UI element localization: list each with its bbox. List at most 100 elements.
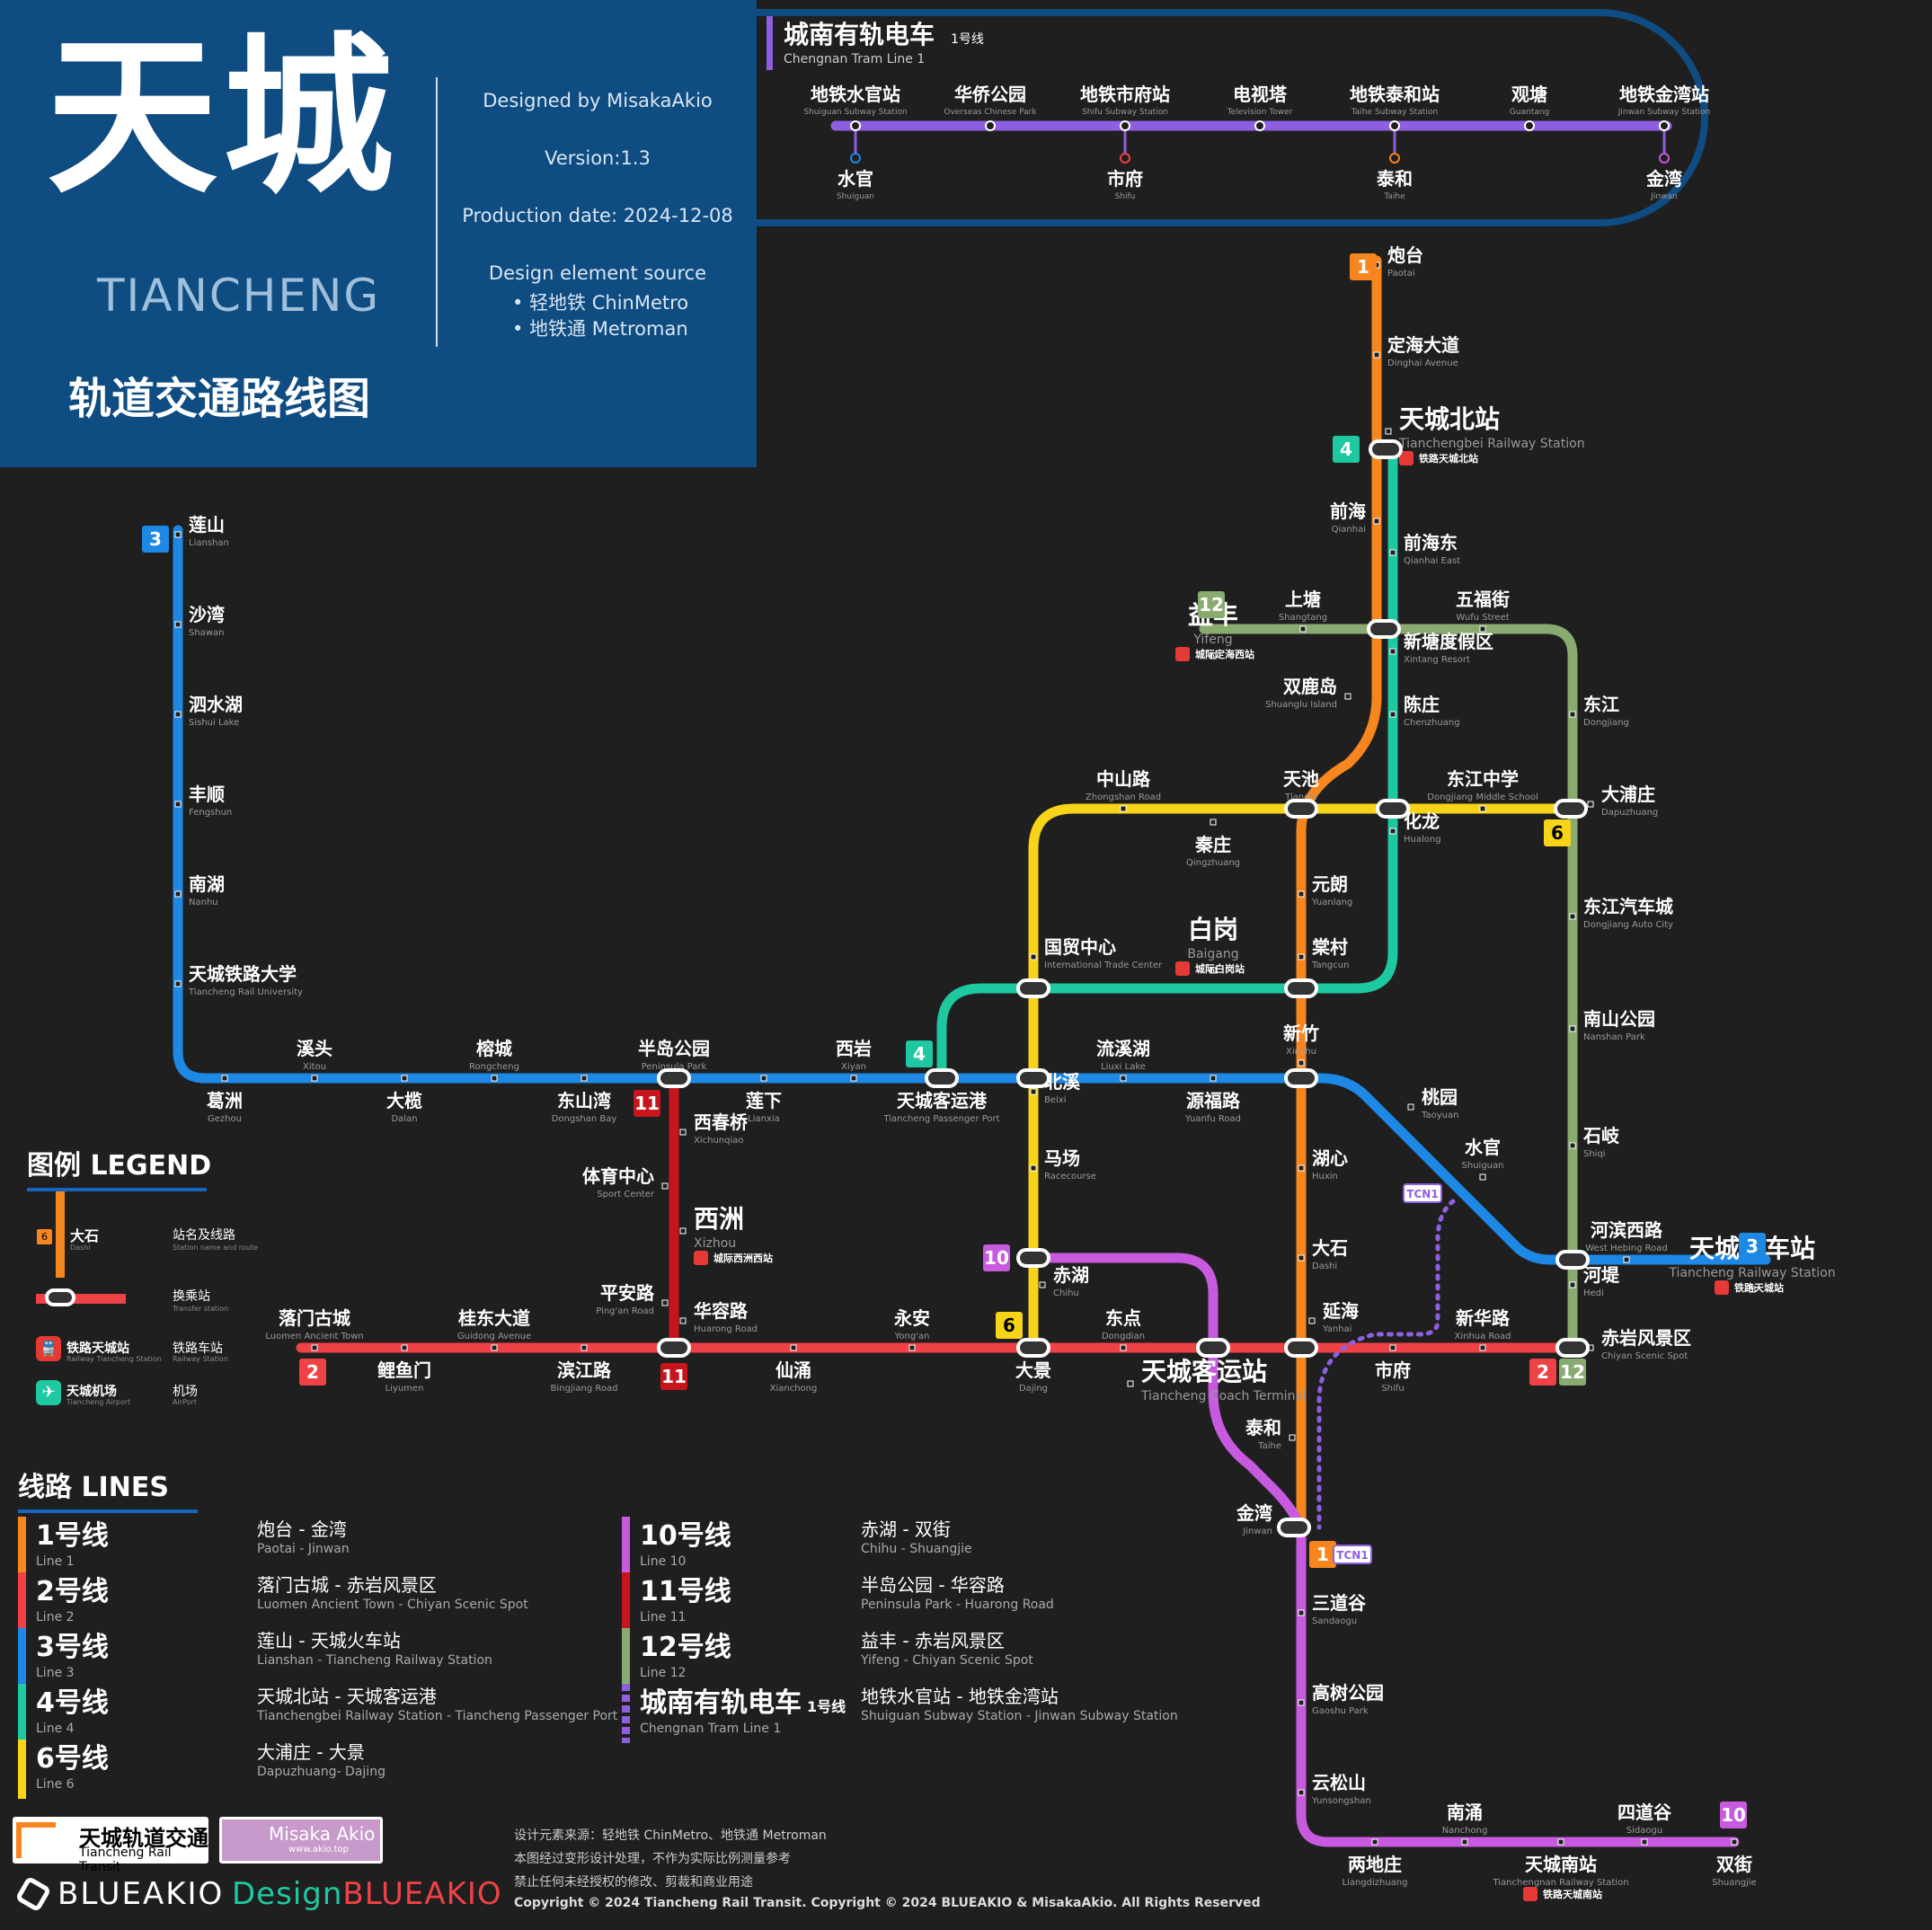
- station-name-en: Yuanfu Road: [1184, 1114, 1241, 1124]
- station-name-en: Shifu: [1115, 192, 1136, 201]
- station-dot: [1030, 1164, 1037, 1172]
- station-dot: [401, 1344, 408, 1351]
- station-name: 仙涌: [775, 1359, 811, 1381]
- train-icon: [1715, 1280, 1729, 1295]
- station-name: 沙湾: [189, 604, 225, 625]
- line-badge-l2: 2: [299, 1359, 326, 1386]
- line-10-path: [1028, 1253, 1740, 1847]
- footer-note: 设计元素来源：轻地铁 ChinMetro、地铁通 Metroman: [514, 1828, 827, 1843]
- station-name-en: Xiyan: [841, 1062, 866, 1072]
- line-badge-box: [1333, 1545, 1372, 1564]
- station-name: 东江中学: [1447, 768, 1519, 790]
- station-dot: [760, 1075, 767, 1082]
- station-name: 市府: [1107, 168, 1143, 190]
- line-badge-l3: 3: [142, 526, 169, 553]
- source-item: • 轻地铁 ChinMetro: [512, 292, 689, 314]
- station-dot: [908, 1344, 916, 1351]
- station-dot: [1389, 711, 1396, 718]
- station-dot: [1557, 1838, 1564, 1846]
- station-name-en: Chiyan Scenic Spot: [1601, 1351, 1688, 1361]
- station-name-en: Luomen Ancient Town: [265, 1332, 363, 1341]
- station-name-en: Nanhu: [189, 898, 218, 907]
- station-dot: [1479, 805, 1486, 812]
- station-dot: [221, 1075, 228, 1082]
- station-name: 东江汽车城: [1583, 896, 1673, 917]
- station-name: 新竹: [1283, 1023, 1319, 1044]
- station-dot: [1569, 1025, 1576, 1032]
- station-name-en: Dongjiang Auto City: [1583, 920, 1673, 930]
- station-dot: [1389, 648, 1396, 655]
- train-icon: [1523, 1887, 1538, 1901]
- station-name-en: Racecourse: [1044, 1172, 1096, 1182]
- station-name: 上塘: [1285, 589, 1321, 610]
- station-name-en: Taihe Subway Station: [1351, 108, 1438, 117]
- train-icon: 🚆: [36, 1336, 61, 1361]
- line-badge-box: [299, 1359, 326, 1386]
- station-name: 南涌: [1447, 1802, 1483, 1823]
- line-route-en: Yifeng - Chiyan Scenic Spot: [861, 1653, 1033, 1668]
- station-dot: [1479, 625, 1486, 633]
- station-name: 流溪湖: [1096, 1038, 1150, 1059]
- line-badge-box: [1739, 1233, 1766, 1260]
- station-name: 河堤: [1583, 1264, 1620, 1286]
- station-name-en: Tianchengnan Railway Station: [1492, 1878, 1628, 1888]
- station-dot: [1298, 1609, 1305, 1616]
- station-name: 三道谷: [1312, 1592, 1367, 1614]
- station-name: 溪头: [297, 1038, 332, 1059]
- station-name: 河滨西路: [1591, 1219, 1663, 1241]
- station-name-en: Dinghai Avenue: [1387, 359, 1458, 368]
- station-name-en: Shifu Subway Station: [1082, 108, 1168, 117]
- line-route-en: Shuiguan Subway Station - Jinwan Subway …: [861, 1709, 1178, 1723]
- station-dot: [174, 621, 182, 628]
- line-name: 11号线: [640, 1576, 731, 1607]
- station-name-en: Qingzhuang: [1186, 858, 1240, 868]
- line-badge-l6: 6: [1544, 819, 1571, 846]
- station-name: 落门古城: [279, 1307, 350, 1329]
- city-title-en: TIANCHENG: [97, 270, 381, 322]
- station-dot: [1373, 518, 1380, 525]
- transfer-station: [1016, 978, 1050, 998]
- line-badge-box: [1559, 1359, 1586, 1386]
- tram-station-dot: [1524, 120, 1535, 131]
- station-dot: [174, 980, 182, 987]
- legend-title: 图例 LEGEND: [27, 1143, 211, 1191]
- station-name-en: Nanchong: [1442, 1826, 1488, 1836]
- line-name-en: Chengnan Tram Line 1: [640, 1722, 782, 1736]
- line-name-en: Line 6: [36, 1777, 75, 1792]
- line-badge-l12: 12: [1198, 591, 1225, 618]
- station-name-en: Taihe: [1383, 192, 1405, 201]
- line-badge-l11: 11: [660, 1363, 687, 1390]
- station-dot: [1210, 652, 1217, 660]
- station-dot: [1210, 819, 1217, 826]
- station-name: 天池: [1283, 768, 1319, 790]
- station-name: 莲山: [189, 514, 225, 536]
- line-badge-number: TCN1: [1336, 1549, 1368, 1562]
- line-4-path: [936, 444, 1398, 1084]
- rail-station-name: 城际定海西站: [1195, 648, 1254, 660]
- line-badge-number: 1: [1316, 1544, 1329, 1565]
- tram-tcn1-link: [1316, 1199, 1456, 1530]
- station-name: 石岐: [1582, 1125, 1619, 1146]
- tiancheng-rail-logo: 天城轨道交通 Tiancheng Rail Transit: [13, 1817, 208, 1874]
- station-name: 丰顺: [189, 784, 225, 805]
- station-name: 西洲: [694, 1204, 744, 1234]
- station-dot: [1127, 1380, 1134, 1387]
- line-color-bar: [18, 1517, 26, 1576]
